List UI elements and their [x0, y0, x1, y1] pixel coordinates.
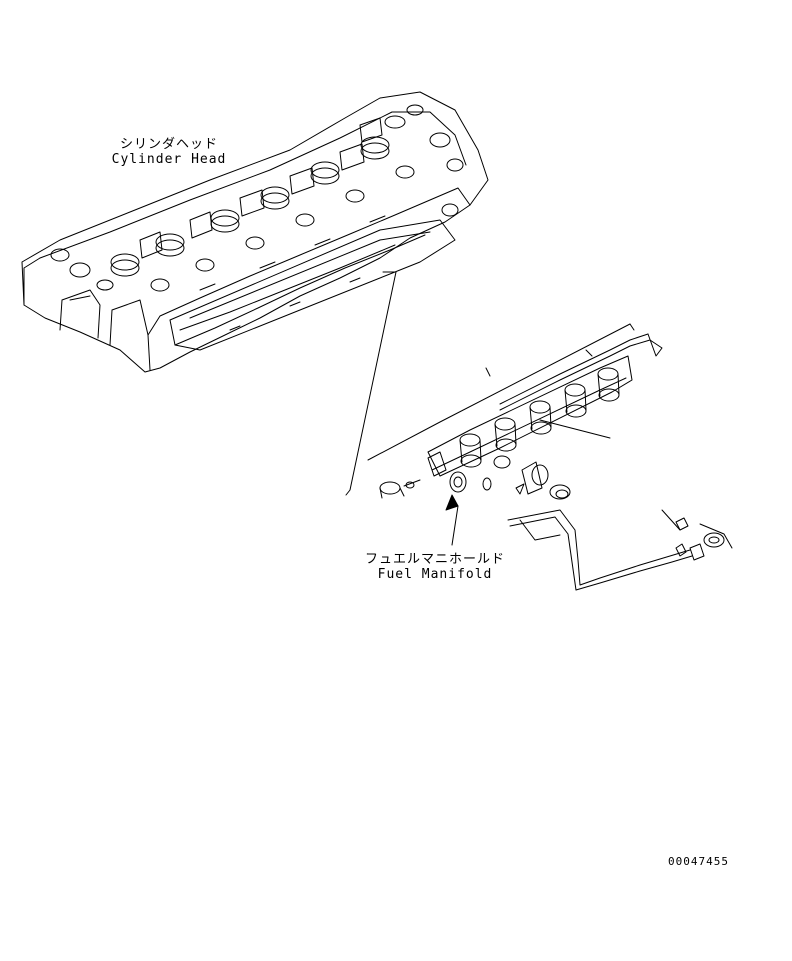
- cylinder-head-label: シリンダヘッド Cylinder Head: [104, 137, 234, 167]
- assembly-leader-lines: [346, 272, 634, 495]
- fuel-manifold-label-en: Fuel Manifold: [377, 567, 493, 582]
- fuel-manifold-illustration: [380, 334, 732, 590]
- manifold-label-leader: [452, 506, 458, 545]
- fuel-manifold-label-jp: フュエルマニホールド: [364, 552, 505, 567]
- cylinder-head-illustration: [22, 92, 488, 372]
- fuel-manifold-label: フュエルマニホールド Fuel Manifold: [360, 552, 510, 582]
- cylinder-head-label-en: Cylinder Head: [111, 152, 227, 167]
- cylinder-head-label-jp: シリンダヘッド: [119, 137, 218, 152]
- drawing-number: 00047455: [668, 855, 729, 868]
